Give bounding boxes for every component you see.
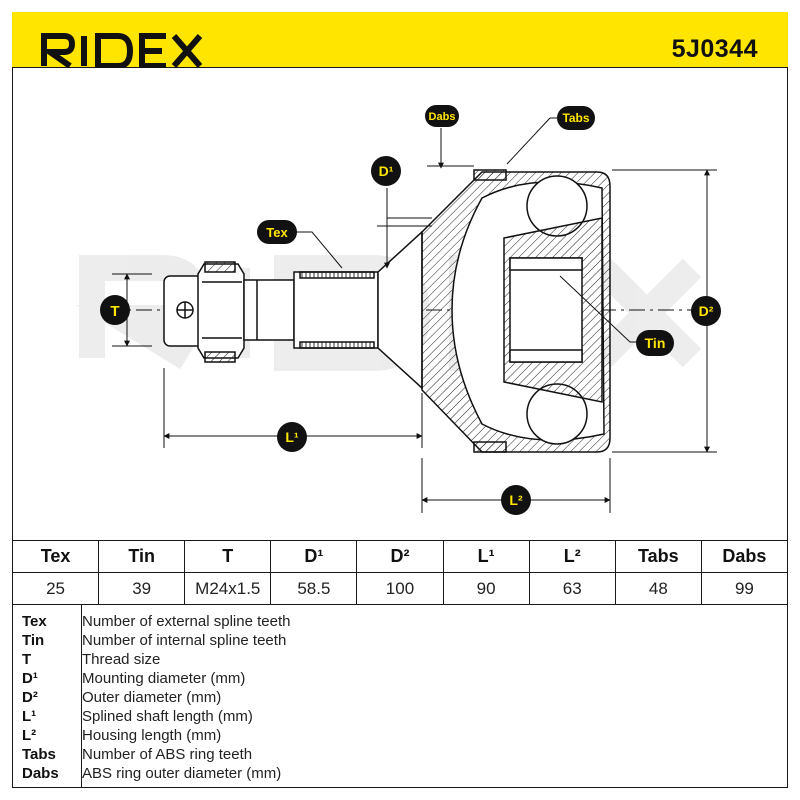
specs-header-cell: Tex	[11, 540, 100, 573]
specs-value-cell: 58.5	[270, 572, 358, 605]
legend-row: L¹ Splined shaft length (mm)	[12, 708, 788, 727]
specs-value-cell: 99	[700, 572, 789, 605]
legend-desc: Housing length (mm)	[82, 727, 222, 744]
legend-key: L²	[22, 727, 37, 744]
legend-desc: Thread size	[82, 651, 161, 668]
label-tabs: Tabs	[557, 106, 595, 130]
specs-header-cell: Tin	[98, 540, 186, 573]
svg-text:Tin: Tin	[645, 335, 666, 351]
specs-header-cell: T	[184, 540, 272, 573]
specs-value-row: 25 39 M24x1.5 58.5 100 90 63 48 99	[11, 572, 789, 605]
legend-desc: Number of ABS ring teeth	[82, 746, 253, 763]
joint-housing	[421, 169, 611, 453]
legend-desc: Number of internal spline teeth	[82, 632, 287, 649]
legend-desc: ABS ring outer diameter (mm)	[82, 765, 282, 782]
label-dabs: Dabs	[425, 105, 459, 127]
specs-value-cell: 63	[528, 572, 616, 605]
legend: Tex Number of external spline teeth Tin …	[12, 604, 788, 788]
label-tex: Tex	[257, 220, 297, 244]
svg-text:D¹: D¹	[379, 163, 394, 179]
specs-value-cell: 48	[614, 572, 702, 605]
legend-key: D¹	[22, 670, 38, 687]
svg-text:L²: L²	[509, 492, 523, 508]
legend-key: Dabs	[22, 765, 59, 782]
label-t: T	[100, 295, 130, 325]
svg-text:D²: D²	[699, 303, 714, 319]
legend-key: T	[22, 651, 32, 668]
specs-value-cell: 90	[442, 572, 530, 605]
legend-key: D²	[22, 689, 38, 706]
legend-key: L¹	[22, 708, 37, 725]
legend-desc: Mounting diameter (mm)	[82, 670, 246, 687]
legend-desc: Splined shaft length (mm)	[82, 708, 253, 725]
label-d2: D²	[691, 296, 721, 326]
svg-text:Tex: Tex	[266, 225, 288, 240]
legend-key: Tex	[22, 613, 47, 630]
legend-desc: Number of external spline teeth	[82, 613, 291, 630]
specs-header-row: Tex Tin T D¹ D² L¹ L² Tabs Dabs	[11, 540, 789, 573]
svg-text:L¹: L¹	[285, 429, 299, 445]
header-bar: 5J0344	[12, 12, 788, 68]
specs-header-cell: D²	[356, 540, 444, 573]
legend-row: D² Outer diameter (mm)	[12, 689, 788, 708]
legend-row: L² Housing length (mm)	[12, 727, 788, 746]
specs-header-cell: L²	[528, 540, 616, 573]
label-tin: Tin	[636, 330, 674, 356]
svg-text:Dabs: Dabs	[429, 111, 456, 123]
legend-row: Tabs Number of ABS ring teeth	[12, 746, 788, 765]
svg-text:Tabs: Tabs	[562, 111, 589, 125]
label-l2: L²	[501, 485, 531, 515]
specs-value-cell: 100	[356, 572, 444, 605]
specs-header-cell: Dabs	[700, 540, 789, 573]
splined-shaft	[293, 230, 423, 390]
specs-value-cell: M24x1.5	[184, 572, 272, 605]
specs-value-cell: 39	[98, 572, 186, 605]
legend-desc: Outer diameter (mm)	[82, 689, 222, 706]
label-d1: D¹	[371, 156, 401, 186]
legend-row: Tex Number of external spline teeth	[12, 613, 788, 632]
specs-header-cell: L¹	[442, 540, 530, 573]
specs-header-cell: Tabs	[614, 540, 702, 573]
legend-row: T Thread size	[12, 651, 788, 670]
legend-row: D¹ Mounting diameter (mm)	[12, 670, 788, 689]
svg-text:T: T	[110, 303, 119, 320]
threaded-stub	[163, 261, 295, 363]
technical-drawing: T D¹ Dabs Tabs Tex Tin D² L¹ L²	[76, 105, 721, 515]
legend-key: Tin	[22, 632, 45, 649]
ridex-logo	[40, 33, 203, 68]
specs-header-cell: D¹	[270, 540, 358, 573]
legend-key: Tabs	[22, 746, 56, 763]
legend-row: Tin Number of internal spline teeth	[12, 632, 788, 651]
specs-table: Tex Tin T D¹ D² L¹ L² Tabs Dabs 25 39 M2…	[11, 540, 789, 605]
legend-row: Dabs ABS ring outer diameter (mm)	[12, 765, 788, 784]
label-l1: L¹	[277, 422, 307, 452]
legend-divider	[81, 604, 82, 788]
part-number: 5J0344	[671, 35, 758, 63]
specs-value-cell: 25	[11, 572, 100, 605]
